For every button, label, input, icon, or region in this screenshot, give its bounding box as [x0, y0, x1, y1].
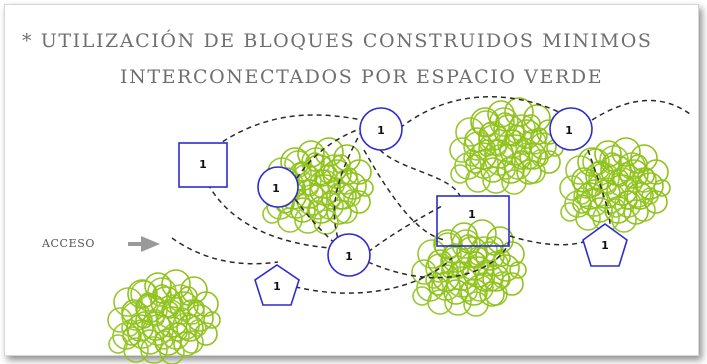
building-circle-center [327, 233, 371, 277]
green-space-bottom-left [107, 269, 221, 364]
node-label-circle-right: 1 [565, 124, 573, 137]
node-label-circle-center: 1 [345, 250, 353, 263]
node-label-rect-center: 1 [468, 208, 476, 221]
building-circle-top [359, 107, 403, 151]
circulation-paths [171, 96, 691, 294]
green-space-top-center [449, 97, 564, 195]
node-label-pentagon-center: 1 [273, 280, 281, 293]
building-circle-right [549, 107, 593, 151]
node-label-circle-left: 1 [272, 182, 280, 195]
node-label-circle-top: 1 [377, 124, 385, 137]
green-space-right [559, 137, 671, 233]
building-circle-left [257, 166, 299, 208]
diagram-frame [4, 4, 699, 356]
building-rect-center [436, 195, 510, 247]
diagram-title-line-2: INTERCONECTADOS POR ESPACIO VERDE [120, 66, 604, 88]
building-square-left [178, 142, 228, 188]
building-pentagon-center [254, 264, 300, 306]
node-label-pentagon-right: 1 [601, 239, 609, 252]
node-label-square-left: 1 [199, 158, 207, 171]
diagram-title-line-1: * UTILIZACIÓN DE BLOQUES CONSTRUIDOS MIN… [22, 30, 653, 52]
building-pentagon-right [582, 223, 628, 267]
arrow-right-icon [128, 236, 160, 252]
access-label: ACCESO [42, 237, 95, 250]
